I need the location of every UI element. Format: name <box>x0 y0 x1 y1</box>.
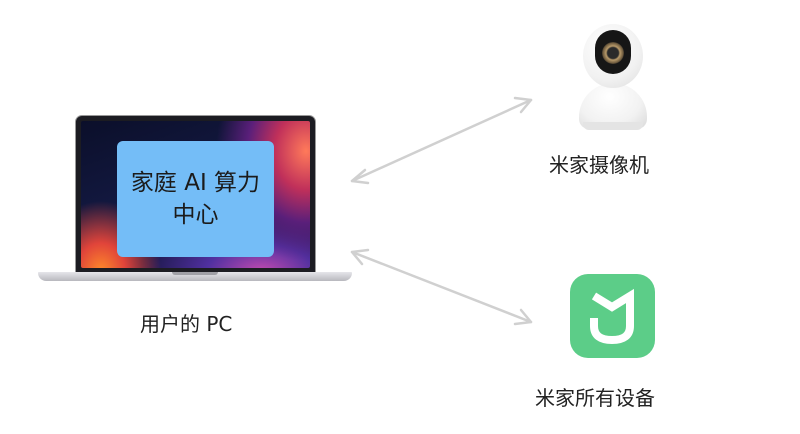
ai-compute-center-box: 家庭 AI 算力 中心 <box>117 141 274 257</box>
arrow-pc-all-devices <box>350 248 533 326</box>
center-title-line2: 中心 <box>172 202 219 228</box>
pc-label: 用户的 PC <box>140 312 233 336</box>
center-title-line1: 家庭 AI 算力 <box>130 170 261 196</box>
camera-label: 米家摄像机 <box>549 153 649 177</box>
mi-home-logo-icon <box>590 288 634 345</box>
camera-body <box>579 83 647 129</box>
camera-base <box>583 122 643 130</box>
arrow-pc-camera <box>350 96 533 185</box>
laptop-notch <box>172 272 218 275</box>
laptop-base <box>38 272 352 281</box>
all-devices-label: 米家所有设备 <box>535 386 655 410</box>
camera-lens <box>602 42 624 64</box>
mi-home-app-icon <box>570 274 655 358</box>
